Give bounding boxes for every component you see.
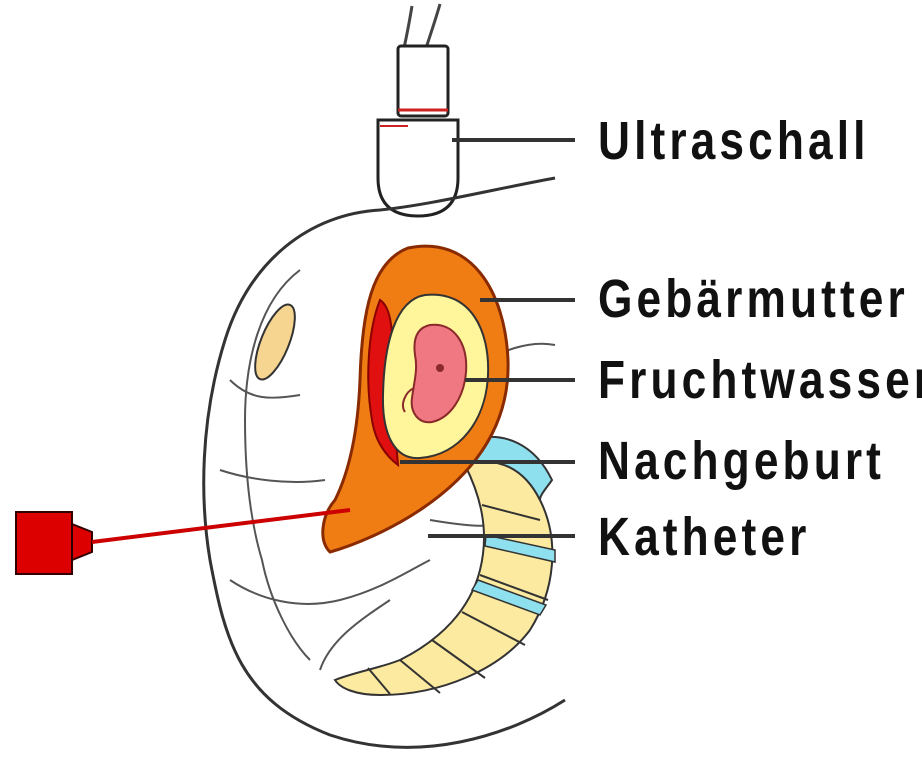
- catheter: [16, 510, 350, 574]
- label-nachgeburt: Nachgeburt: [598, 434, 885, 488]
- ultrasound-probe: [378, 46, 458, 216]
- label-katheter: Katheter: [598, 510, 810, 564]
- label-fruchtwasser: Fruchtwasser: [598, 353, 922, 407]
- probe-cable: [404, 4, 440, 48]
- label-gebaermutter: Gebärmutter: [598, 272, 909, 326]
- label-ultraschall: Ultraschall: [598, 114, 870, 168]
